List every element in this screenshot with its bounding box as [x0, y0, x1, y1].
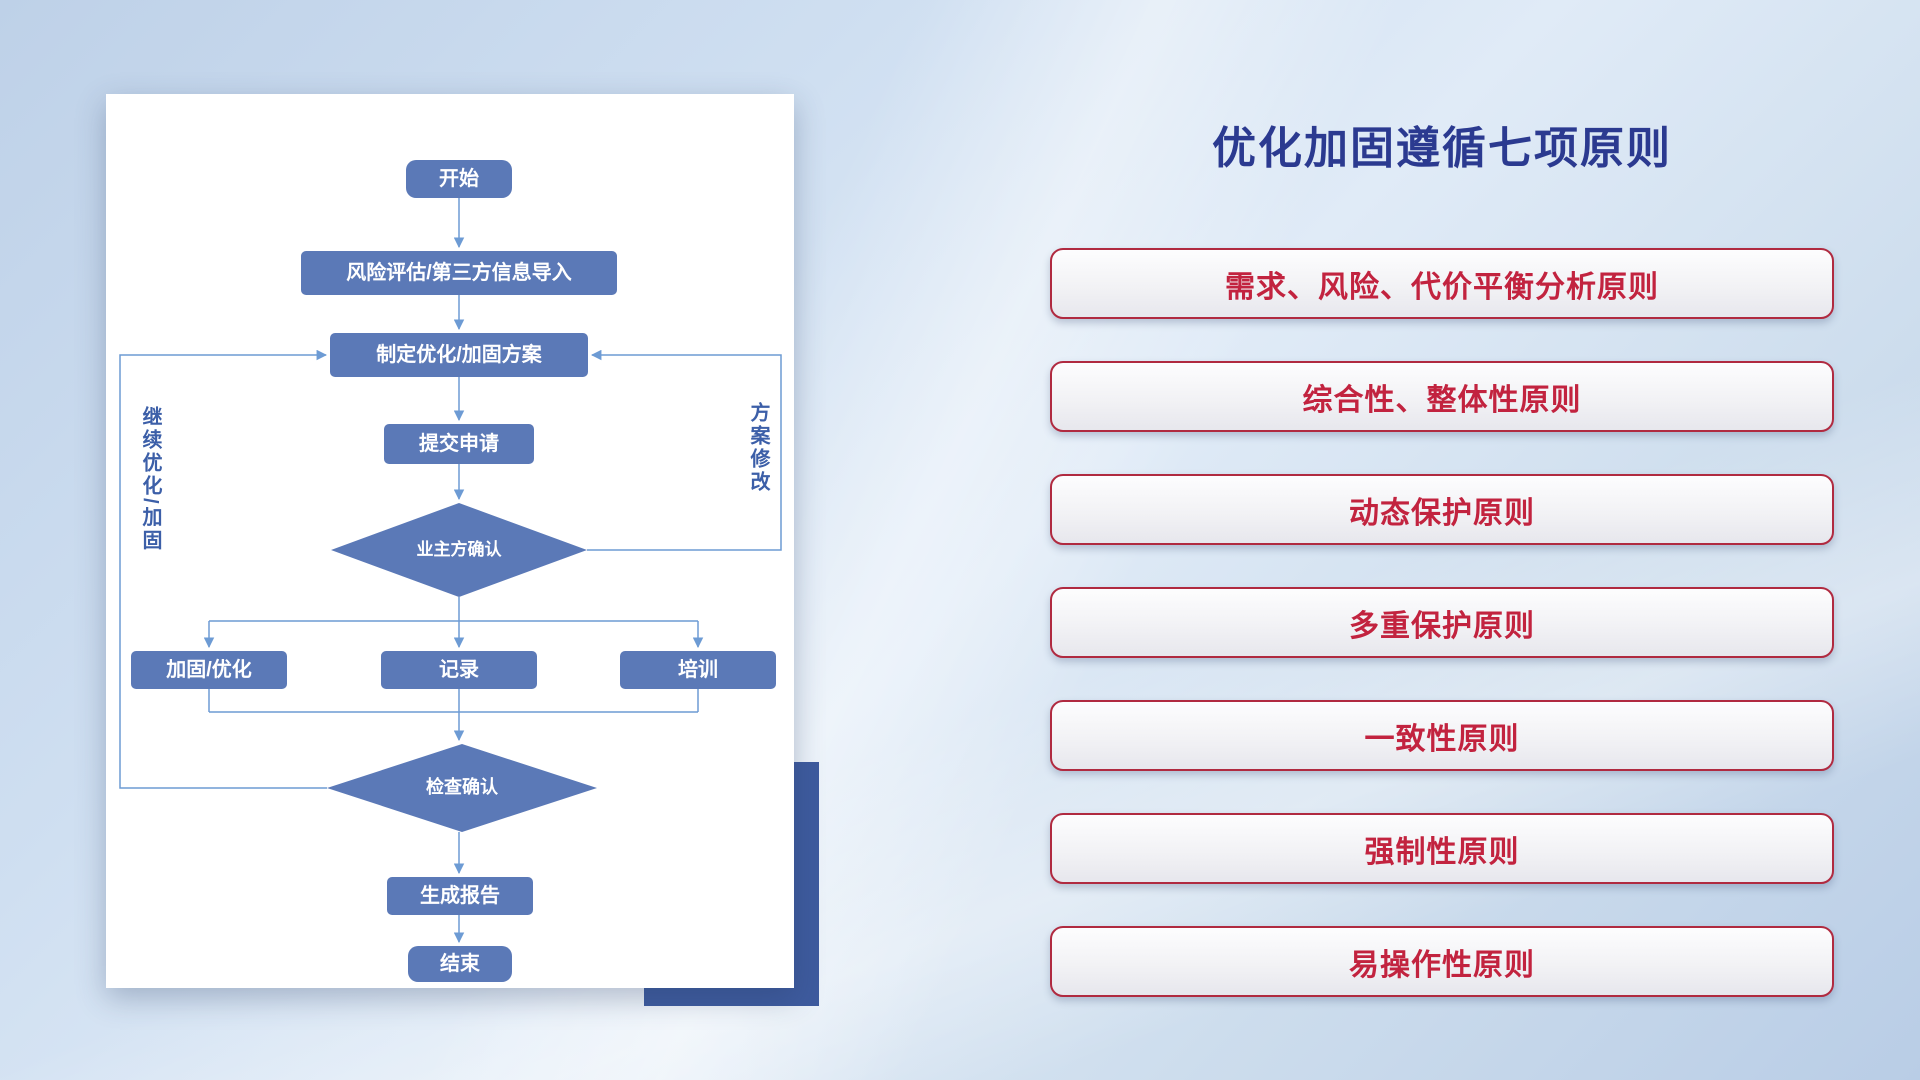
principle-label: 综合性、整体性原则	[1302, 383, 1582, 417]
flow-node-end: 结束	[408, 946, 512, 982]
principle-label: 一致性原则	[1364, 722, 1520, 756]
page-title: 优化加固遵循七项原则	[1212, 124, 1672, 173]
principle-label: 动态保护原则	[1349, 496, 1535, 530]
principle-box-4: 多重保护原则	[1050, 587, 1834, 658]
flow-node-report: 生成报告	[387, 877, 533, 915]
principle-box-1: 需求、风险、代价平衡分析原则	[1050, 248, 1834, 319]
flow-node-train: 培训	[620, 651, 776, 689]
principle-label: 多重保护原则	[1349, 609, 1535, 643]
flow-node-start: 开始	[406, 160, 512, 198]
loop-label-continue-optimize: 继续优化/加固	[139, 406, 161, 553]
principle-box-3: 动态保护原则	[1050, 474, 1834, 545]
flowchart-card: 开始 风险评估/第三方信息导入 制定优化/加固方案 提交申请 业主方确认 加固/…	[106, 94, 794, 988]
principles-panel: 优化加固遵循七项原则 需求、风险、代价平衡分析原则 综合性、整体性原则 动态保护…	[1050, 0, 1834, 1080]
principle-box-6: 强制性原则	[1050, 813, 1834, 884]
flow-node-risk-import: 风险评估/第三方信息导入	[301, 251, 617, 295]
principle-box-5: 一致性原则	[1050, 700, 1834, 771]
principle-label: 易操作性原则	[1349, 948, 1535, 982]
flow-node-make-plan: 制定优化/加固方案	[330, 333, 588, 377]
principle-box-7: 易操作性原则	[1050, 926, 1834, 997]
flow-node-record: 记录	[381, 651, 537, 689]
principle-label: 强制性原则	[1364, 835, 1520, 869]
flow-node-submit: 提交申请	[384, 424, 534, 464]
principle-label: 需求、风险、代价平衡分析原则	[1225, 270, 1659, 304]
flowchart-connectors	[119, 198, 782, 944]
principles-list: 需求、风险、代价平衡分析原则 综合性、整体性原则 动态保护原则 多重保护原则 一…	[1050, 248, 1834, 997]
flow-node-harden: 加固/优化	[131, 651, 287, 689]
loop-label-plan-revise: 方案修改	[747, 402, 769, 494]
principle-box-2: 综合性、整体性原则	[1050, 361, 1834, 432]
